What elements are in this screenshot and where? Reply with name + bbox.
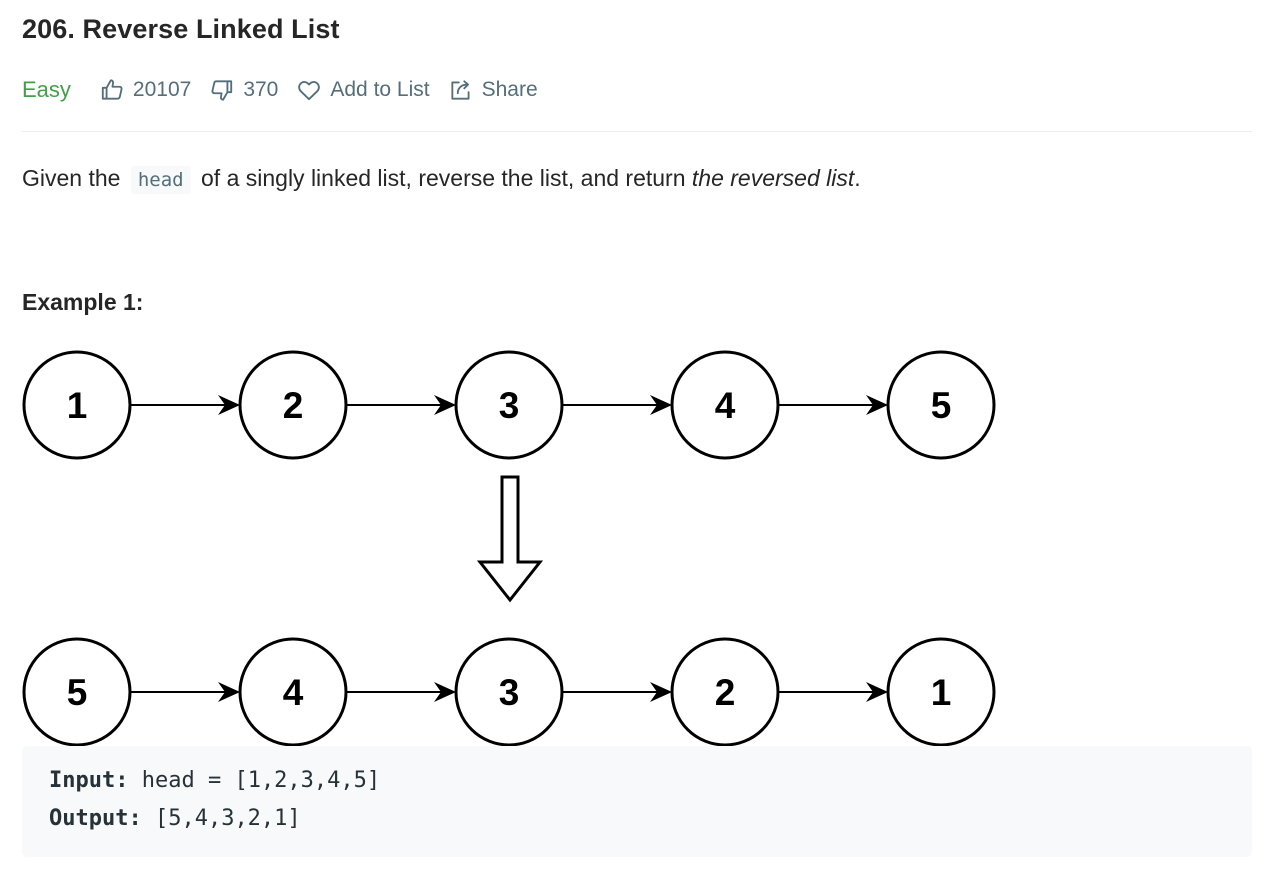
problem-statement: Given the head of a singly linked list, … (22, 160, 861, 198)
example-io-block: Input: head = [1,2,3,4,5] Output: [5,4,3… (22, 746, 1252, 857)
after-arrowhead-2 (434, 682, 456, 702)
before-arrowhead-3 (650, 395, 672, 415)
dislike-button[interactable]: 370 (209, 77, 278, 103)
statement-text-3: . (854, 165, 861, 191)
before-node-label-3: 3 (499, 385, 520, 426)
inline-code-head: head (130, 166, 191, 194)
linked-list-diagram: 1 2 3 4 5 5 4 3 2 1 (22, 340, 1022, 750)
before-node-4 (670, 350, 780, 460)
thumbs-down-icon (209, 77, 235, 103)
difficulty-badge: Easy (22, 77, 71, 102)
add-to-list-label: Add to List (330, 78, 430, 101)
statement-text-2: of a singly linked list, reverse the lis… (201, 165, 686, 191)
before-node-2 (238, 350, 348, 460)
add-to-list-button[interactable]: Add to List (296, 77, 430, 103)
header-divider (22, 131, 1252, 132)
after-node-label-3: 3 (499, 672, 520, 713)
example-input-line: Input: head = [1,2,3,4,5] (49, 768, 380, 793)
problem-title: 206. Reverse Linked List (22, 14, 340, 44)
after-node-5 (886, 637, 996, 747)
output-value: [5,4,3,2,1] (154, 806, 301, 831)
list-before-reversal: 1 2 3 4 5 (22, 350, 996, 460)
heart-icon (296, 77, 322, 103)
before-node-1 (22, 350, 132, 460)
statement-text-1: Given the (22, 165, 121, 191)
after-arrowhead-4 (866, 682, 888, 702)
like-button[interactable]: 20107 (99, 77, 191, 103)
before-node-3 (454, 350, 564, 460)
input-label: Input: (49, 768, 129, 793)
before-node-label-4: 4 (715, 385, 736, 426)
after-node-1 (22, 637, 132, 747)
after-node-label-5: 1 (931, 672, 952, 713)
before-node-label-2: 2 (283, 385, 304, 426)
like-count: 20107 (132, 78, 192, 101)
before-arrowhead-4 (866, 395, 888, 415)
example-title: Example 1: (22, 289, 144, 315)
share-icon (448, 77, 474, 103)
reversal-down-arrow (476, 475, 544, 603)
after-node-label-1: 5 (67, 672, 88, 713)
input-value: head = [1,2,3,4,5] (141, 768, 381, 793)
after-arrowhead-1 (218, 682, 240, 702)
before-arrowhead-2 (434, 395, 456, 415)
share-button[interactable]: Share (448, 77, 538, 103)
before-node-label-1: 1 (67, 385, 88, 426)
after-node-3 (454, 637, 564, 747)
after-node-label-2: 4 (283, 672, 304, 713)
output-label: Output: (49, 806, 142, 831)
dislike-count: 370 (243, 78, 279, 101)
share-label: Share (481, 78, 538, 101)
after-node-2 (238, 637, 348, 747)
statement-emphasis: the reversed list (691, 165, 855, 191)
problem-meta-row: Easy 20107 370 (22, 74, 556, 106)
example-output-line: Output: [5,4,3,2,1] (49, 806, 301, 831)
before-arrowhead-1 (218, 395, 240, 415)
list-after-reversal: 5 4 3 2 1 (22, 637, 996, 747)
after-node-label-4: 2 (715, 672, 736, 713)
after-arrowhead-3 (650, 682, 672, 702)
thumbs-up-icon (99, 77, 125, 103)
after-node-4 (670, 637, 780, 747)
before-node-5 (886, 350, 996, 460)
before-node-label-5: 5 (931, 385, 952, 426)
